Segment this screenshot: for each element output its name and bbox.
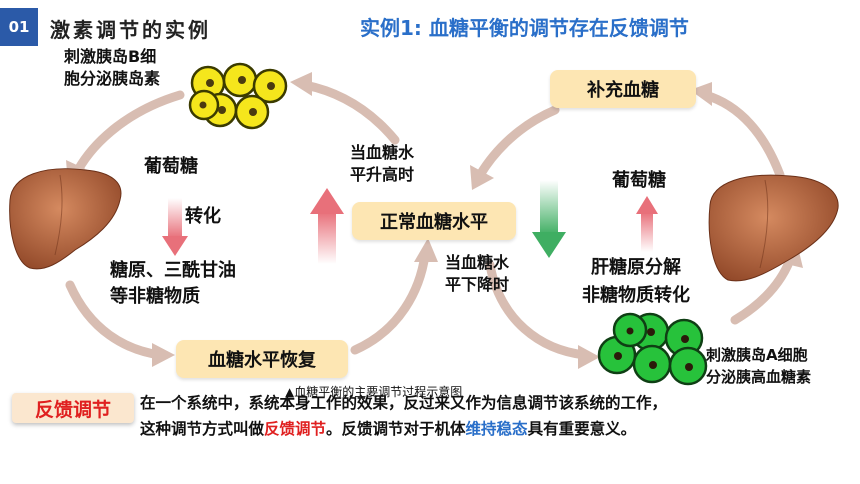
arrowhead-8 [470, 165, 494, 190]
b-cells-icon [188, 62, 288, 130]
liver-right-icon [708, 174, 839, 282]
glucose-left-label: 葡萄糖 [144, 156, 198, 177]
low-blood-sugar-label: 当血糖水 平下降时 [445, 252, 509, 296]
section-title: 激素调节的实例 [50, 18, 211, 42]
breakdown-line2: 非糖物质转化 [582, 285, 690, 306]
arrow-supplement-to-normal [475, 105, 560, 180]
high-blood-sugar-label: 当血糖水 平升高时 [350, 142, 414, 186]
stimulate-a-line1: 刺激胰岛A细胞 [706, 346, 808, 364]
feedback-line2-mid: 。反馈调节对于机体 [326, 420, 466, 438]
stimulate-b-line1: 刺激胰岛B细 [64, 47, 157, 66]
arrow-normal-to-bcells [300, 80, 400, 145]
stimulate-b-label: 刺激胰岛B细 胞分泌胰岛素 [64, 46, 160, 90]
stimulate-b-line2: 胞分泌胰岛素 [64, 69, 161, 88]
up-arrow-red-right [636, 196, 658, 252]
arrow-normal-to-acells [485, 260, 590, 360]
up-arrow-red-center [310, 188, 344, 264]
arrow-liver-to-recover [65, 280, 165, 360]
glycogen-line2: 等非糖物质 [110, 286, 200, 307]
convert-label: 转化 [185, 206, 221, 227]
feedback-definition: 在一个系统中，系统本身工作的效果，反过来又作为信息调节该系统的工作， 这种调节方… [140, 390, 860, 442]
down-arrow-red-left [162, 198, 188, 256]
arrow-acells-to-liver [730, 255, 795, 325]
stimulate-a-line2: 分泌胰高血糖素 [706, 368, 812, 386]
arrowhead-5 [578, 345, 600, 369]
low-line2: 平下降时 [445, 275, 510, 294]
feedback-line2-pre: 这种调节方式叫做 [140, 420, 265, 438]
box-supplement-blood-sugar: 补充血糖 [550, 70, 696, 108]
glycogen-line1: 糖原、三酰甘油 [110, 260, 236, 281]
arrowhead-3 [414, 238, 438, 262]
high-line1: 当血糖水 [350, 143, 415, 162]
feedback-line1: 在一个系统中，系统本身工作的效果，反过来又作为信息调节该系统的工作， [140, 394, 668, 412]
liver-left-icon [9, 168, 122, 270]
arrowhead-2 [152, 343, 175, 367]
feedback-regulation-badge: 反馈调节 [12, 393, 134, 423]
feedback-line2-post: 具有重要意义。 [527, 420, 637, 438]
breakdown-line1: 肝糖原分解 [591, 257, 681, 278]
section-number-badge: 01 [0, 8, 38, 46]
high-line2: 平升高时 [350, 165, 415, 184]
diagram-caption: ▲血糖平衡的主要调节过程示意图 [285, 385, 463, 399]
box-blood-sugar-recover: 血糖水平恢复 [176, 340, 348, 378]
box-normal-blood-sugar: 正常血糖水平 [352, 202, 516, 240]
down-arrow-green-center [532, 180, 566, 258]
a-cells-icon [597, 312, 708, 386]
arrow-recover-to-normal [350, 250, 430, 355]
arrowhead-4 [290, 72, 312, 96]
stimulate-a-label: 刺激胰岛A细胞 分泌胰高血糖素 [706, 344, 811, 388]
glycogen-label: 糖原、三酰甘油 等非糖物质 [110, 258, 236, 310]
feedback-term: 反馈调节 [264, 420, 327, 438]
arrow-bcells-to-liver [73, 90, 185, 175]
arrow-liver-to-supplement [700, 90, 785, 180]
feedback-line2: 这种调节方式叫做反馈调节。反馈调节对于机体维持稳态具有重要意义。 [140, 416, 860, 442]
glycogen-breakdown-label: 肝糖原分解 非糖物质转化 [582, 254, 690, 310]
glucose-right-label: 葡萄糖 [612, 170, 666, 191]
homeostasis-term: 维持稳态 [465, 420, 528, 438]
main-title: 实例1: 血糖平衡的调节存在反馈调节 [360, 16, 689, 40]
low-line1: 当血糖水 [445, 253, 510, 272]
